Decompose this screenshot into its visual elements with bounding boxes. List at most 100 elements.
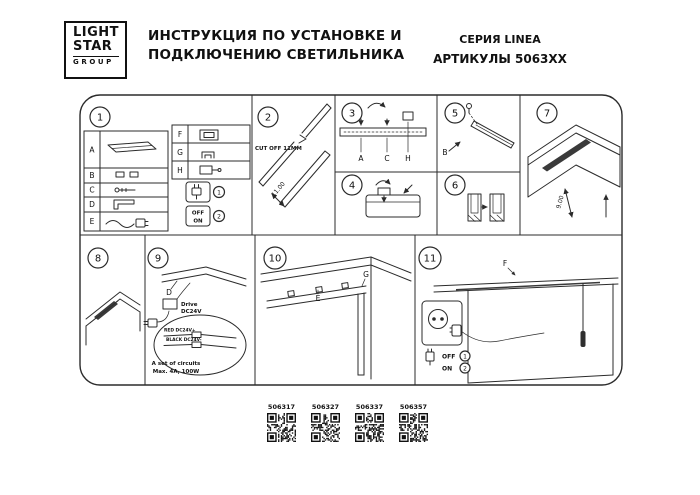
- diagram-frame: [79, 94, 623, 386]
- part-letter-g: G: [177, 148, 183, 157]
- step-2-badge: 2: [463, 366, 467, 373]
- panel-11-power-on: 11: [418, 246, 619, 384]
- profile-sections-art: [467, 193, 505, 222]
- panel-9-wiring: 9 D Drive DC24V RED DC24V+ BLACK DC24V- …: [143, 247, 247, 376]
- bracket-parts-icon: [115, 171, 139, 178]
- article-numbers: АРТИКУЛЫ 5063XX: [433, 52, 567, 66]
- driver-box: [162, 298, 178, 310]
- panel-1-parts-list: 1 A B C D E F G H: [83, 106, 251, 232]
- corner-connector-icon: [113, 199, 135, 210]
- panel-1-number: 1: [97, 113, 103, 124]
- qr-code: [267, 413, 296, 442]
- wall-socket-icon: [428, 309, 448, 329]
- part-letter-h: H: [177, 166, 183, 175]
- panel-5-number: 5: [452, 109, 458, 120]
- qr-code-label: 506357: [399, 403, 428, 411]
- switch-step-tile: [185, 205, 211, 227]
- label-f: F: [503, 259, 507, 268]
- cut-profile-art: [258, 103, 332, 208]
- step-1-badge: 1: [463, 354, 467, 361]
- logo-star: STAR: [73, 39, 113, 54]
- panel-8-number: 8: [95, 254, 101, 265]
- plug-icon: [191, 184, 202, 200]
- logo-light: LIGHT: [73, 25, 120, 40]
- switch-off-label: OFF: [192, 211, 204, 217]
- circuits-note-1: A set of circuits: [152, 361, 201, 367]
- switch-off-label: OFF: [442, 354, 455, 361]
- qr-item-506327: 506327: [310, 403, 341, 442]
- switch-on-label: ON: [193, 219, 203, 225]
- qr-code-label: 506337: [355, 403, 384, 411]
- qr-code: [399, 413, 428, 442]
- lightstar-logo: LIGHT STAR GROUP: [64, 21, 127, 79]
- power-cord-icon: [105, 218, 149, 228]
- panel-3-number: 3: [349, 109, 355, 120]
- power-on-art: [421, 267, 619, 384]
- recessed-depth-art: [527, 124, 621, 218]
- mount-bracket-icon: [199, 165, 222, 175]
- panel-9-number: 9: [155, 254, 161, 265]
- plug-with-cable-icon: [449, 324, 545, 343]
- red-wire-label: RED DC24V+: [164, 328, 196, 334]
- panel-5-screw-fixing: 5 B: [442, 102, 515, 157]
- panel-3-clip-positions: 3 A C H: [339, 101, 427, 163]
- circuits-note-2: Max. 4A, 100W: [153, 369, 199, 375]
- driver-label-2: DC24V: [181, 309, 202, 315]
- step-1-badge: 1: [217, 190, 221, 197]
- title-line-1: ИНСТРУКЦИЯ ПО УСТАНОВКЕ И: [148, 28, 402, 44]
- cut-off-note: CUT OFF 11MM: [255, 146, 302, 152]
- panel-6-profile-sections: 6: [444, 174, 505, 222]
- label-h: H: [405, 154, 411, 163]
- part-letter-a: A: [89, 146, 95, 155]
- step-2-badge: 2: [217, 214, 221, 221]
- snap-profile-art: [365, 178, 421, 218]
- screw-fixing-art: [448, 103, 515, 152]
- cut-dimension: 11.00: [270, 181, 287, 199]
- page-title: ИНСТРУКЦИЯ ПО УСТАНОВКЕ И ПОДКЛЮЧЕНИЮ СВ…: [148, 27, 404, 65]
- panel-4-number: 4: [349, 181, 355, 192]
- corner-mounting-art: [260, 256, 412, 380]
- part-letter-f: F: [178, 130, 182, 139]
- panel-4-snap-profile: 4: [341, 174, 421, 218]
- frame-part-icon: [199, 129, 219, 141]
- label-g: G: [363, 270, 369, 279]
- driver-label-1: Drive: [181, 302, 198, 308]
- label-e: E: [316, 294, 321, 303]
- switch-on-label: ON: [442, 366, 452, 373]
- panel-10-corner-mounting: 10 G E: [260, 246, 412, 380]
- plug-icon: [143, 310, 170, 328]
- part-letter-b: B: [89, 171, 94, 180]
- instruction-diagram: 1 A B C D E F G H: [79, 94, 623, 386]
- wiring-detail-bubble: [153, 314, 247, 376]
- wiring-art: [143, 266, 247, 376]
- qr-code-label: 506327: [311, 403, 340, 411]
- qr-item-506337: 506337: [354, 403, 385, 442]
- parts-table-grid: [83, 124, 251, 232]
- logo-group: GROUP: [73, 56, 119, 66]
- panel-2-number: 2: [265, 113, 271, 124]
- qr-item-506357: 506357: [398, 403, 429, 442]
- label-b: B: [442, 148, 447, 157]
- panel-8-corner-view: 8: [85, 247, 141, 346]
- panel-7-recessed-depth: 7 9.00: [527, 102, 621, 218]
- panel-11-number: 11: [424, 254, 437, 265]
- panel-10-number: 10: [269, 254, 282, 265]
- qr-code: [355, 413, 384, 442]
- series-name: СЕРИЯ LINEA: [459, 33, 541, 46]
- clip-part-icon: [201, 151, 215, 159]
- title-line-2: ПОДКЛЮЧЕНИЮ СВЕТИЛЬНИКА: [148, 47, 405, 63]
- part-letter-c: C: [89, 186, 94, 195]
- black-wire-label: BLACK DC24V-: [166, 337, 202, 343]
- label-d: D: [166, 288, 172, 297]
- label-c: C: [384, 154, 389, 163]
- qr-item-506317: 506317: [266, 403, 297, 442]
- qr-code-label: 506317: [267, 403, 296, 411]
- panel-6-number: 6: [452, 181, 458, 192]
- corner-view-art: [85, 291, 141, 346]
- small-plug-icon: [425, 348, 435, 366]
- power-step-tile: [185, 181, 211, 203]
- depth-dimension: 9.00: [555, 195, 565, 210]
- panel-7-number: 7: [544, 109, 550, 120]
- qr-code: [311, 413, 340, 442]
- panel-2-cut-profile: 2 CUT OFF 11MM 11.00: [255, 103, 332, 208]
